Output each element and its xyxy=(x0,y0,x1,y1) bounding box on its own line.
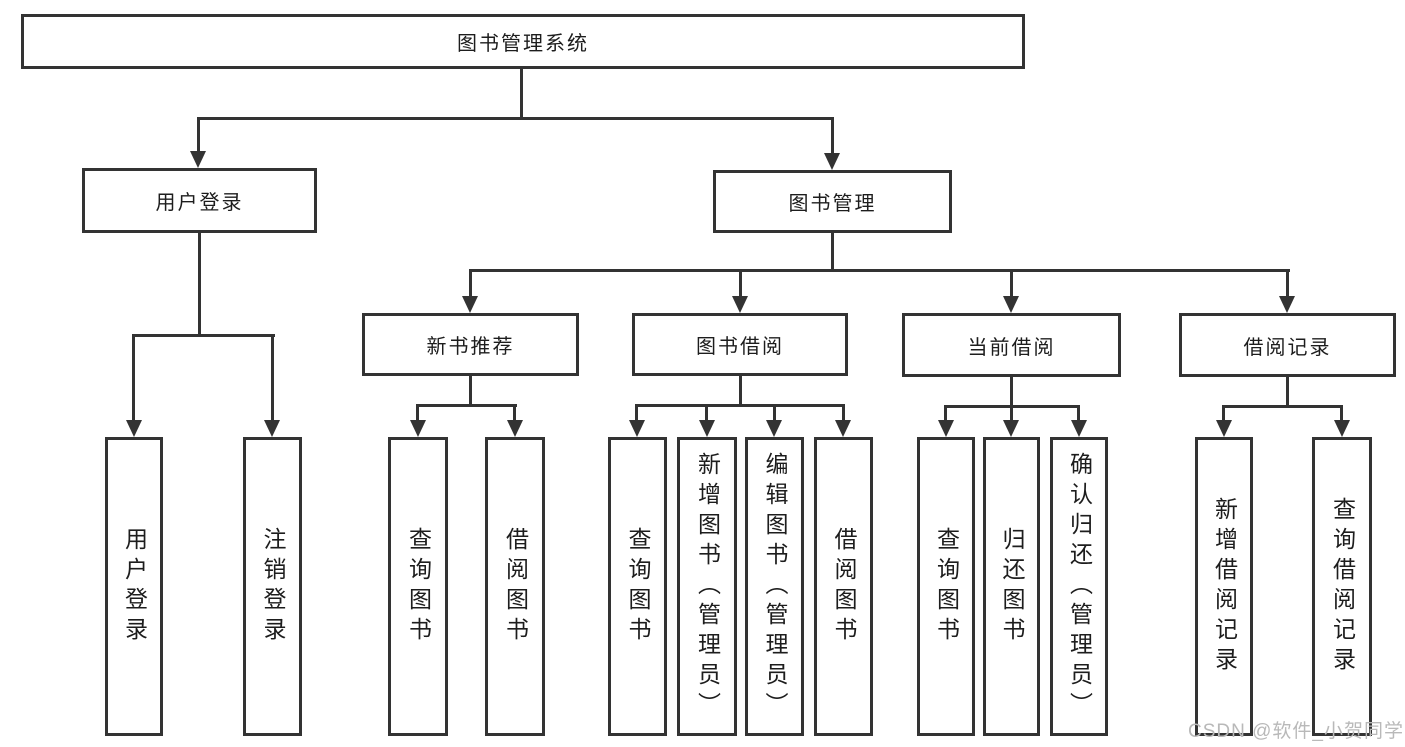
node-borrow-records: 借阅记录 xyxy=(1179,313,1396,377)
connector-line xyxy=(469,375,472,406)
node-library-management-system: 图书管理系统 xyxy=(21,14,1025,69)
leaf-records-add-borrow-record: 新增借阅记录 xyxy=(1195,437,1253,736)
arrow-down-icon xyxy=(507,420,523,437)
node-current-borrow: 当前借阅 xyxy=(902,313,1121,377)
leaf-current-confirm-return-admin: 确认归还（管理员） xyxy=(1050,437,1108,736)
arrow-down-icon xyxy=(410,420,426,437)
connector-line xyxy=(831,233,834,272)
connector-line xyxy=(635,404,845,407)
node-new-book-recommend: 新书推荐 xyxy=(362,313,579,376)
connector-line xyxy=(1286,269,1289,300)
leaf-borrow-edit-books-admin: 编辑图书（管理员） xyxy=(745,437,804,736)
connector-line xyxy=(1010,405,1013,425)
leaf-user-login: 用户登录 xyxy=(105,437,163,736)
node-book-management: 图书管理 xyxy=(713,170,952,233)
connector-line xyxy=(416,404,517,407)
arrow-down-icon xyxy=(766,420,782,437)
connector-line xyxy=(1340,405,1343,425)
connector-line xyxy=(416,404,419,425)
arrow-down-icon xyxy=(1071,420,1087,437)
connector-line xyxy=(132,334,275,337)
connector-line xyxy=(739,375,742,406)
connector-line xyxy=(1010,269,1013,300)
leaf-current-return-books: 归还图书 xyxy=(983,437,1040,736)
arrow-down-icon xyxy=(1279,296,1295,313)
connector-line xyxy=(831,117,834,156)
arrow-down-icon xyxy=(629,420,645,437)
leaf-records-query-borrow-record: 查询借阅记录 xyxy=(1312,437,1372,736)
connector-line xyxy=(635,404,638,425)
leaf-recommend-borrow-books: 借阅图书 xyxy=(485,437,545,736)
connector-line xyxy=(1010,375,1013,407)
leaf-recommend-query-books: 查询图书 xyxy=(388,437,448,736)
connector-line xyxy=(842,404,845,425)
connector-line xyxy=(198,233,201,337)
connector-line xyxy=(773,404,776,425)
arrow-down-icon xyxy=(1003,420,1019,437)
arrow-down-icon xyxy=(1216,420,1232,437)
arrow-down-icon xyxy=(938,420,954,437)
connector-line xyxy=(944,405,947,425)
arrow-down-icon xyxy=(190,151,206,168)
watermark: CSDN @软件_小贺同学 xyxy=(1188,721,1404,742)
arrow-down-icon xyxy=(462,296,478,313)
leaf-borrow-borrow-books: 借阅图书 xyxy=(814,437,873,736)
arrow-down-icon xyxy=(126,420,142,437)
connector-line xyxy=(513,404,516,425)
connector-line xyxy=(705,404,708,425)
connector-line xyxy=(739,269,742,300)
connector-line xyxy=(1222,405,1225,425)
connector-line xyxy=(520,69,523,120)
connector-line xyxy=(197,117,200,156)
leaf-logout: 注销登录 xyxy=(243,437,302,736)
arrow-down-icon xyxy=(264,420,280,437)
connector-line xyxy=(132,334,135,424)
leaf-borrow-add-books-admin: 新增图书（管理员） xyxy=(677,437,737,736)
node-user-login: 用户登录 xyxy=(82,168,317,233)
arrow-down-icon xyxy=(732,296,748,313)
connector-line xyxy=(1286,375,1289,407)
connector-line xyxy=(469,269,1290,272)
arrow-down-icon xyxy=(1334,420,1350,437)
leaf-borrow-query-books: 查询图书 xyxy=(608,437,667,736)
arrow-down-icon xyxy=(835,420,851,437)
connector-line xyxy=(197,117,834,120)
leaf-current-query-books: 查询图书 xyxy=(917,437,975,736)
arrow-down-icon xyxy=(1003,296,1019,313)
arrow-down-icon xyxy=(699,420,715,437)
arrow-down-icon xyxy=(824,153,840,170)
connector-line xyxy=(1077,405,1080,425)
node-book-borrow: 图书借阅 xyxy=(632,313,848,376)
connector-line xyxy=(271,334,274,424)
connector-line xyxy=(1222,405,1343,408)
connector-line xyxy=(469,269,472,300)
